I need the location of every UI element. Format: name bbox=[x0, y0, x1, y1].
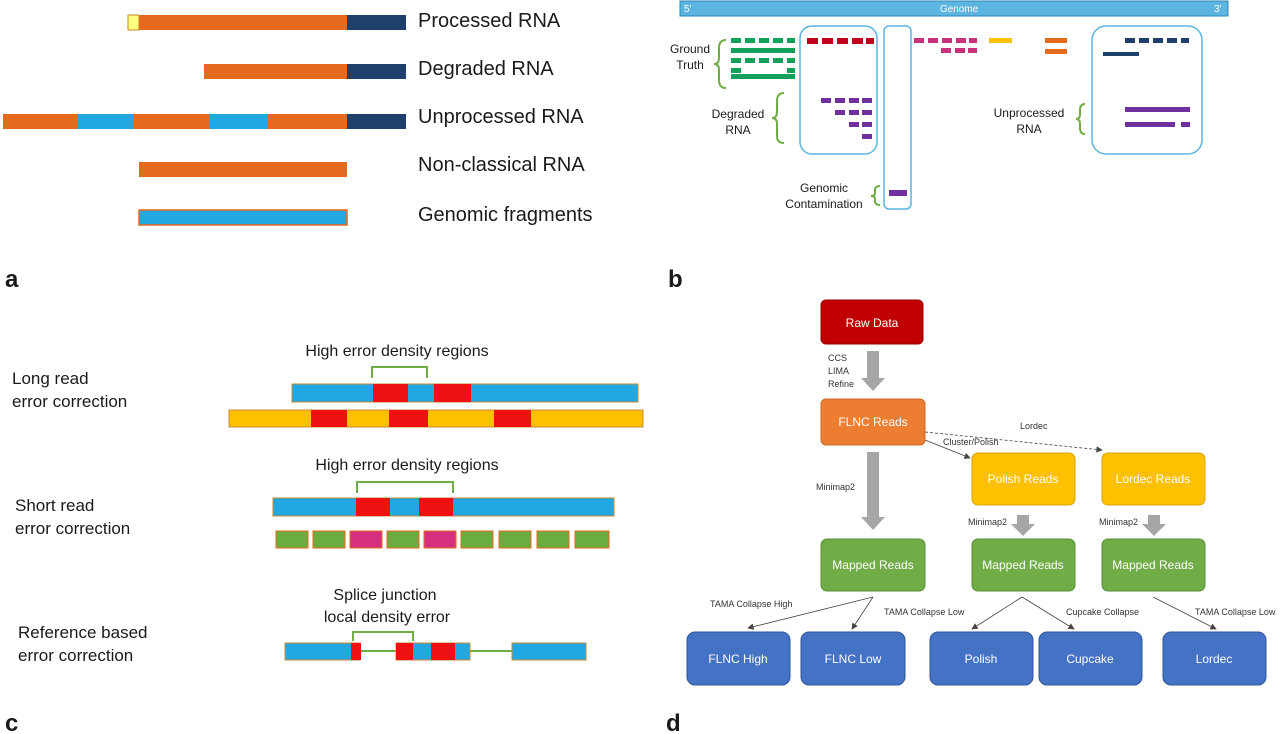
degraded-transcripts bbox=[821, 98, 872, 139]
node-polish-text: Polish bbox=[965, 652, 998, 666]
node-cupcake-text: Cupcake bbox=[1066, 652, 1114, 666]
degraded-rna-label: Degraded RNA bbox=[418, 58, 554, 80]
reference-label-1: Reference based bbox=[18, 623, 147, 642]
high-error-label-2: High error density regions bbox=[315, 457, 498, 474]
three-prime-label: 3' bbox=[1214, 4, 1222, 15]
degraded-frame bbox=[799, 25, 878, 155]
node-raw-data: Raw Data bbox=[820, 299, 924, 345]
edge-minimap2-b: Minimap2 bbox=[968, 517, 1007, 527]
splice-label-1: Splice junction bbox=[333, 587, 436, 604]
ground-truth-label-2: Truth bbox=[676, 58, 704, 72]
processed-rna-bar bbox=[127, 14, 406, 31]
contamination-label-2: Contamination bbox=[785, 197, 862, 211]
panel-b: 5' Genome 3' bbox=[668, 0, 1229, 293]
ground-truth-transcripts bbox=[731, 38, 795, 79]
braces bbox=[713, 39, 1086, 206]
processed-rna-label: Processed RNA bbox=[418, 10, 561, 32]
edge-minimap2-a: Minimap2 bbox=[816, 482, 855, 492]
panel-d: CCS LIMA Refine Lordec Cluster/Polish Mi… bbox=[666, 299, 1276, 734]
reference-bars bbox=[284, 642, 587, 661]
node-flnc-high-text: FLNC High bbox=[708, 652, 767, 666]
node-lordec-reads-text: Lordec Reads bbox=[1116, 472, 1191, 486]
edge-cupcake-collapse: Cupcake Collapse bbox=[1066, 607, 1139, 617]
edge-lima: LIMA bbox=[828, 366, 849, 376]
contamination-frame bbox=[883, 25, 912, 210]
node-flnc-low-text: FLNC Low bbox=[825, 652, 882, 666]
non-classical-rna-label: Non-classical RNA bbox=[418, 154, 585, 176]
node-mapped-reads-1: Mapped Reads bbox=[820, 538, 926, 592]
non-classical-rna-bar bbox=[139, 162, 347, 177]
genome-bar bbox=[679, 0, 1229, 17]
node-mapped-1-text: Mapped Reads bbox=[832, 558, 913, 572]
panel-a-label: a bbox=[5, 266, 19, 293]
edge-ccs: CCS bbox=[828, 353, 847, 363]
node-mapped-reads-2: Mapped Reads bbox=[971, 538, 1076, 592]
node-mapped-3-text: Mapped Reads bbox=[1112, 558, 1193, 572]
degraded-label-1: Degraded bbox=[712, 107, 765, 121]
edge-tama-low-2: TAMA Collapse Low bbox=[1195, 607, 1276, 617]
panel-c-label: c bbox=[5, 710, 18, 734]
unprocessed-label-1: Unprocessed bbox=[994, 106, 1065, 120]
node-polish-reads-text: Polish Reads bbox=[988, 472, 1059, 486]
contamination-label-1: Genomic bbox=[800, 181, 848, 195]
edge-cluster-polish: Cluster/Polish bbox=[943, 437, 999, 447]
splice-label-2: local density error bbox=[324, 609, 451, 626]
ground-truth-label-1: Ground bbox=[670, 42, 710, 56]
long-read-label-1: Long read bbox=[12, 369, 89, 388]
node-raw-data-text: Raw Data bbox=[846, 316, 899, 330]
panel-a: Processed RNA Degraded RNA Unprocessed R… bbox=[3, 10, 593, 293]
long-read-bars bbox=[228, 383, 644, 428]
node-flnc-reads-text: FLNC Reads bbox=[838, 415, 907, 429]
reference-bracket bbox=[352, 631, 414, 641]
panel-b-label: b bbox=[668, 266, 683, 293]
long-read-label-2: error correction bbox=[12, 392, 127, 411]
unprocessed-label-2: RNA bbox=[1016, 122, 1041, 136]
unprocessed-transcripts bbox=[1125, 107, 1190, 127]
five-prime-label: 5' bbox=[684, 4, 692, 15]
edge-minimap2-c: Minimap2 bbox=[1099, 517, 1138, 527]
panel-c: Long read error correction Short read er… bbox=[5, 343, 644, 734]
edge-lordec: Lordec bbox=[1020, 421, 1048, 431]
node-polish: Polish bbox=[929, 631, 1034, 686]
node-polish-reads: Polish Reads bbox=[971, 452, 1076, 506]
contamination-transcript bbox=[889, 190, 907, 196]
reference-label-2: error correction bbox=[18, 646, 133, 665]
unprocessed-rna-bar bbox=[3, 114, 406, 129]
genomic-fragments-bar bbox=[138, 209, 348, 226]
node-flnc-low: FLNC Low bbox=[800, 631, 906, 686]
node-flnc-reads: FLNC Reads bbox=[820, 398, 926, 446]
high-error-label-1: High error density regions bbox=[305, 343, 488, 360]
long-read-bracket bbox=[371, 366, 428, 378]
unprocessed-rna-label: Unprocessed RNA bbox=[418, 106, 584, 128]
node-mapped-reads-3: Mapped Reads bbox=[1101, 538, 1206, 592]
genome-label: Genome bbox=[940, 4, 979, 15]
node-mapped-2-text: Mapped Reads bbox=[982, 558, 1063, 572]
node-flnc-high: FLNC High bbox=[686, 631, 791, 686]
ground-truth-other bbox=[807, 38, 1189, 56]
genomic-fragments-label: Genomic fragments bbox=[418, 204, 593, 226]
degraded-label-2: RNA bbox=[725, 123, 750, 137]
degraded-rna-bar bbox=[204, 64, 406, 79]
edge-tama-low-1: TAMA Collapse Low bbox=[884, 607, 965, 617]
short-read-bracket bbox=[356, 481, 454, 493]
panel-d-label: d bbox=[666, 710, 681, 734]
thin-arrows bbox=[747, 431, 1217, 630]
short-read-bars bbox=[272, 497, 615, 549]
short-read-label-1: Short read bbox=[15, 496, 94, 515]
node-lordec: Lordec bbox=[1162, 631, 1267, 686]
edge-refine: Refine bbox=[828, 379, 854, 389]
node-lordec-text: Lordec bbox=[1196, 652, 1233, 666]
node-cupcake: Cupcake bbox=[1038, 631, 1143, 686]
unprocessed-frame bbox=[1091, 25, 1203, 155]
block-arrows bbox=[861, 351, 1166, 536]
edge-tama-high: TAMA Collapse High bbox=[710, 599, 792, 609]
short-read-label-2: error correction bbox=[15, 519, 130, 538]
node-lordec-reads: Lordec Reads bbox=[1101, 452, 1206, 506]
